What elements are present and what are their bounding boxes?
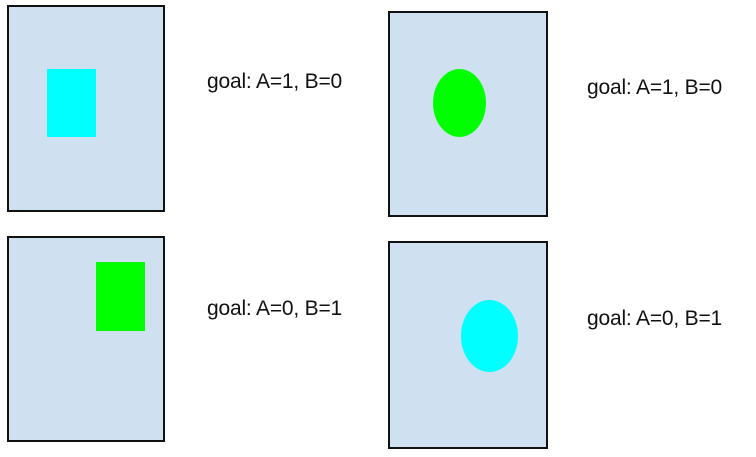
goal-label-top-right: goal: A=1, B=0	[587, 76, 722, 99]
panel-top-left	[7, 5, 165, 212]
cyan-circle	[461, 300, 518, 372]
green-square	[96, 262, 145, 331]
green-circle	[433, 69, 486, 137]
panel-bottom-left	[7, 236, 165, 442]
cyan-square	[47, 69, 96, 137]
panel-bottom-right	[388, 241, 548, 449]
goal-label-bottom-right: goal: A=0, B=1	[587, 307, 722, 330]
goal-label-top-left: goal: A=1, B=0	[207, 70, 342, 93]
panel-top-right	[388, 11, 548, 217]
goal-label-bottom-left: goal: A=0, B=1	[207, 297, 342, 320]
